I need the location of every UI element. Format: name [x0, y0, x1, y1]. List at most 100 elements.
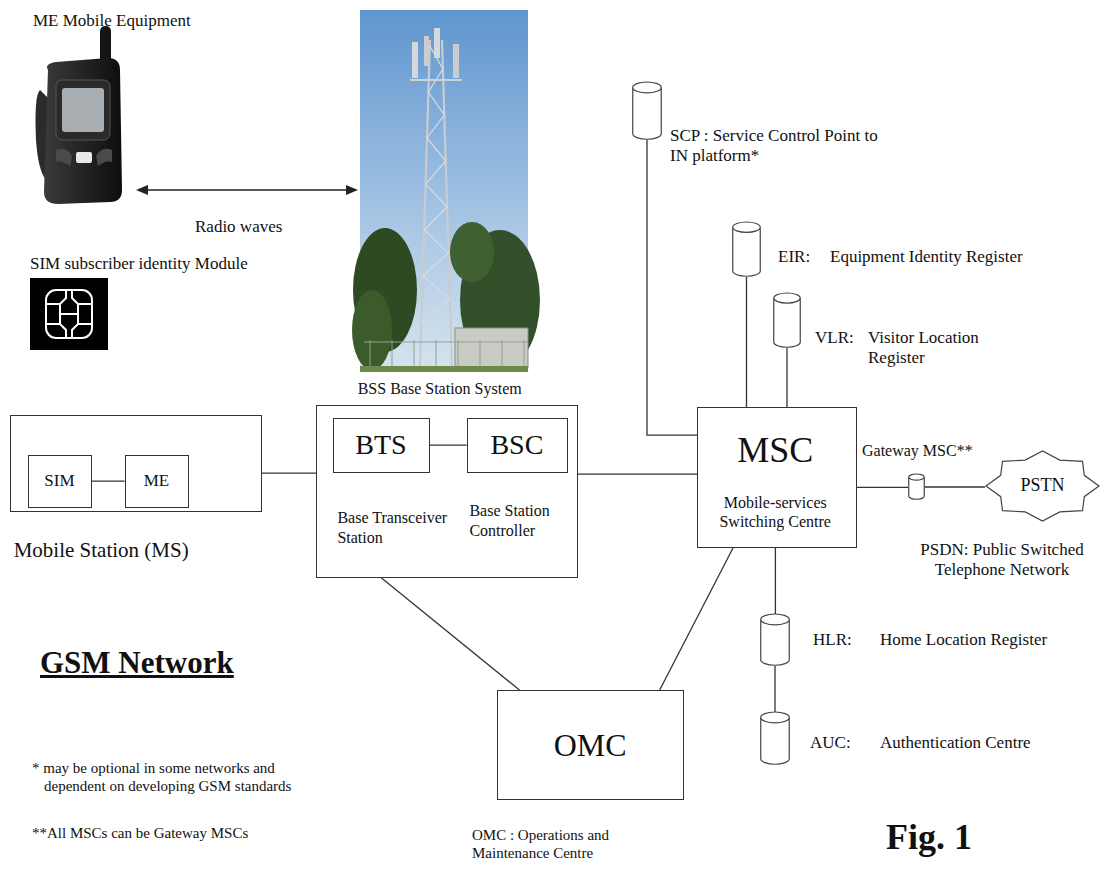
cylinder-outline	[774, 293, 801, 347]
node-title: PSTN	[1020, 475, 1064, 497]
arrow-head	[346, 185, 358, 195]
connector-line	[430, 445, 467, 446]
phone-key	[96, 149, 112, 166]
tower-lattice	[420, 46, 451, 368]
footnote: * may be optional in some networks and d…	[32, 759, 322, 795]
chip-contacts	[46, 290, 92, 338]
connector-line	[382, 578, 520, 690]
node-description: Authentication Centre	[880, 733, 1031, 753]
node-title: BSS Base Station System	[358, 379, 522, 398]
node-title: Gateway MSC**	[862, 441, 973, 460]
connector-line	[775, 548, 776, 614]
mobile-station-box: Mobile Station (MS)SIMME	[10, 415, 262, 512]
connector-line	[925, 486, 985, 487]
phone-screen	[62, 88, 104, 132]
bsc-box: BSCBase Station Controller	[467, 418, 568, 473]
auc-cylinder: AUC:Authentication Centre	[760, 712, 790, 765]
connector-line	[774, 666, 775, 712]
ground	[360, 366, 528, 372]
node-description: Base Station Controller	[469, 501, 577, 539]
node-title: BTS	[355, 428, 406, 462]
arrow-line	[146, 189, 348, 190]
tree	[450, 222, 494, 282]
antenna-panel	[424, 36, 429, 66]
node-title: SCP : Service Control Point to IN platfo…	[670, 126, 885, 167]
antenna-panel	[412, 42, 418, 78]
gateway-msc-cylinder: Gateway MSC**	[908, 474, 925, 500]
connector-line	[262, 473, 316, 474]
omc-box: OMC	[497, 690, 684, 800]
fence	[364, 340, 528, 370]
vlr-cylinder: VLR:Visitor Location Register	[773, 293, 801, 348]
cylinder-outline	[909, 474, 925, 499]
connector-line	[857, 487, 908, 488]
node-title: ME	[144, 471, 170, 491]
phone-body	[44, 58, 122, 204]
diagram-title: GSM Network	[40, 644, 234, 681]
star-outline	[986, 451, 1099, 521]
connector-line	[647, 140, 697, 435]
connector-line	[578, 474, 697, 475]
node-description: Mobile-services Switching Centre	[697, 493, 854, 531]
me-box: ME	[125, 455, 189, 508]
cylinder-outline	[733, 222, 761, 276]
connector-line	[786, 348, 787, 407]
node-title: Mobile Station (MS)	[14, 538, 189, 563]
node-description: Equipment Identity Register	[830, 247, 1023, 267]
msc-box: MSC Mobile-services Switching Centre	[697, 407, 857, 548]
signal-label: Radio waves	[195, 217, 282, 237]
equipment-cabin	[455, 328, 528, 368]
antenna-panel	[434, 28, 440, 58]
radio-wave-arrow	[136, 185, 358, 195]
node-description: Home Location Register	[880, 630, 1047, 650]
phone-bezel	[56, 80, 110, 140]
connector-line	[92, 481, 125, 482]
arrow-head	[136, 185, 148, 195]
connector-line	[746, 277, 747, 407]
connector-line	[660, 548, 733, 690]
node-title: EIR:	[778, 247, 810, 267]
phone-key	[56, 149, 72, 166]
cylinder-outline	[761, 614, 790, 665]
node-description: PSDN: Public Switched Telephone Network	[897, 540, 1107, 581]
eir-cylinder: EIR:Equipment Identity Register	[732, 222, 761, 277]
base-station-system-box: BSS Base Station SystemBTSBase Transceiv…	[316, 405, 578, 578]
node-title: HLR:	[813, 630, 852, 650]
footnote: **All MSCs can be Gateway MSCs	[32, 824, 248, 842]
sim-card-chip	[30, 278, 108, 350]
pstn-star: PSTNPSDN: Public Switched Telephone Netw…	[985, 450, 1100, 522]
database-cylinder	[760, 712, 790, 765]
database-cylinder	[632, 82, 662, 140]
database-cylinder	[732, 222, 761, 277]
tower-photo	[352, 10, 540, 372]
node-title: BSC	[490, 428, 543, 462]
node-title: SIM	[44, 471, 74, 491]
cylinder-outline	[761, 712, 790, 764]
sim-box: SIM	[28, 455, 92, 508]
phone-button	[76, 152, 92, 163]
abbreviation-note: OMC : Operations and Maintenance Centre	[472, 826, 677, 862]
node-description: Visitor Location Register	[868, 328, 998, 369]
bts-box: BTSBase Transceiver Station	[333, 418, 430, 473]
part-label: ME Mobile Equipment	[33, 11, 191, 31]
tree	[352, 290, 392, 370]
node-title: VLR:	[815, 328, 854, 348]
node-title: MSC	[697, 429, 854, 472]
chip-outline	[46, 290, 92, 338]
tower-arm	[410, 79, 462, 81]
scp-cylinder: SCP : Service Control Point to IN platfo…	[632, 82, 662, 140]
hlr-cylinder: HLR:Home Location Register	[760, 614, 790, 666]
mobile-phone-illustration	[36, 26, 123, 204]
node-title: AUC:	[810, 733, 851, 753]
node-title: OMC	[554, 726, 627, 764]
database-cylinder	[773, 293, 801, 348]
chip-ground	[30, 278, 108, 350]
part-label: SIM subscriber identity Module	[30, 254, 248, 274]
database-cylinder	[760, 614, 790, 666]
database-cylinder	[908, 474, 925, 500]
node-description: Base Transceiver Station	[337, 508, 467, 546]
figure-caption: Fig. 1	[886, 816, 972, 859]
